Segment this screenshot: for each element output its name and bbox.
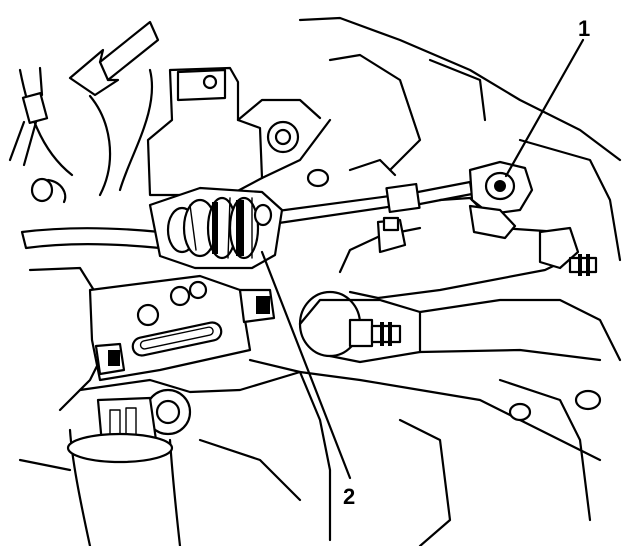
front-direction-arrow-icon (68, 20, 160, 97)
upper-engine-casting (298, 16, 622, 262)
leader-line-1 (504, 38, 585, 178)
upper-bracket (146, 66, 332, 197)
fuel-rail-bracket (338, 160, 598, 300)
quick-connect-fitting (148, 186, 284, 270)
callout-label-1: 1 (578, 16, 590, 41)
leader-lines (260, 38, 585, 480)
leader-line-2 (260, 250, 352, 480)
wiring-harness-left (8, 66, 154, 204)
mounting-bracket (28, 266, 276, 412)
lower-housing (18, 358, 602, 546)
injector-sensor (298, 290, 622, 364)
callout-label-2: 2 (343, 484, 355, 509)
